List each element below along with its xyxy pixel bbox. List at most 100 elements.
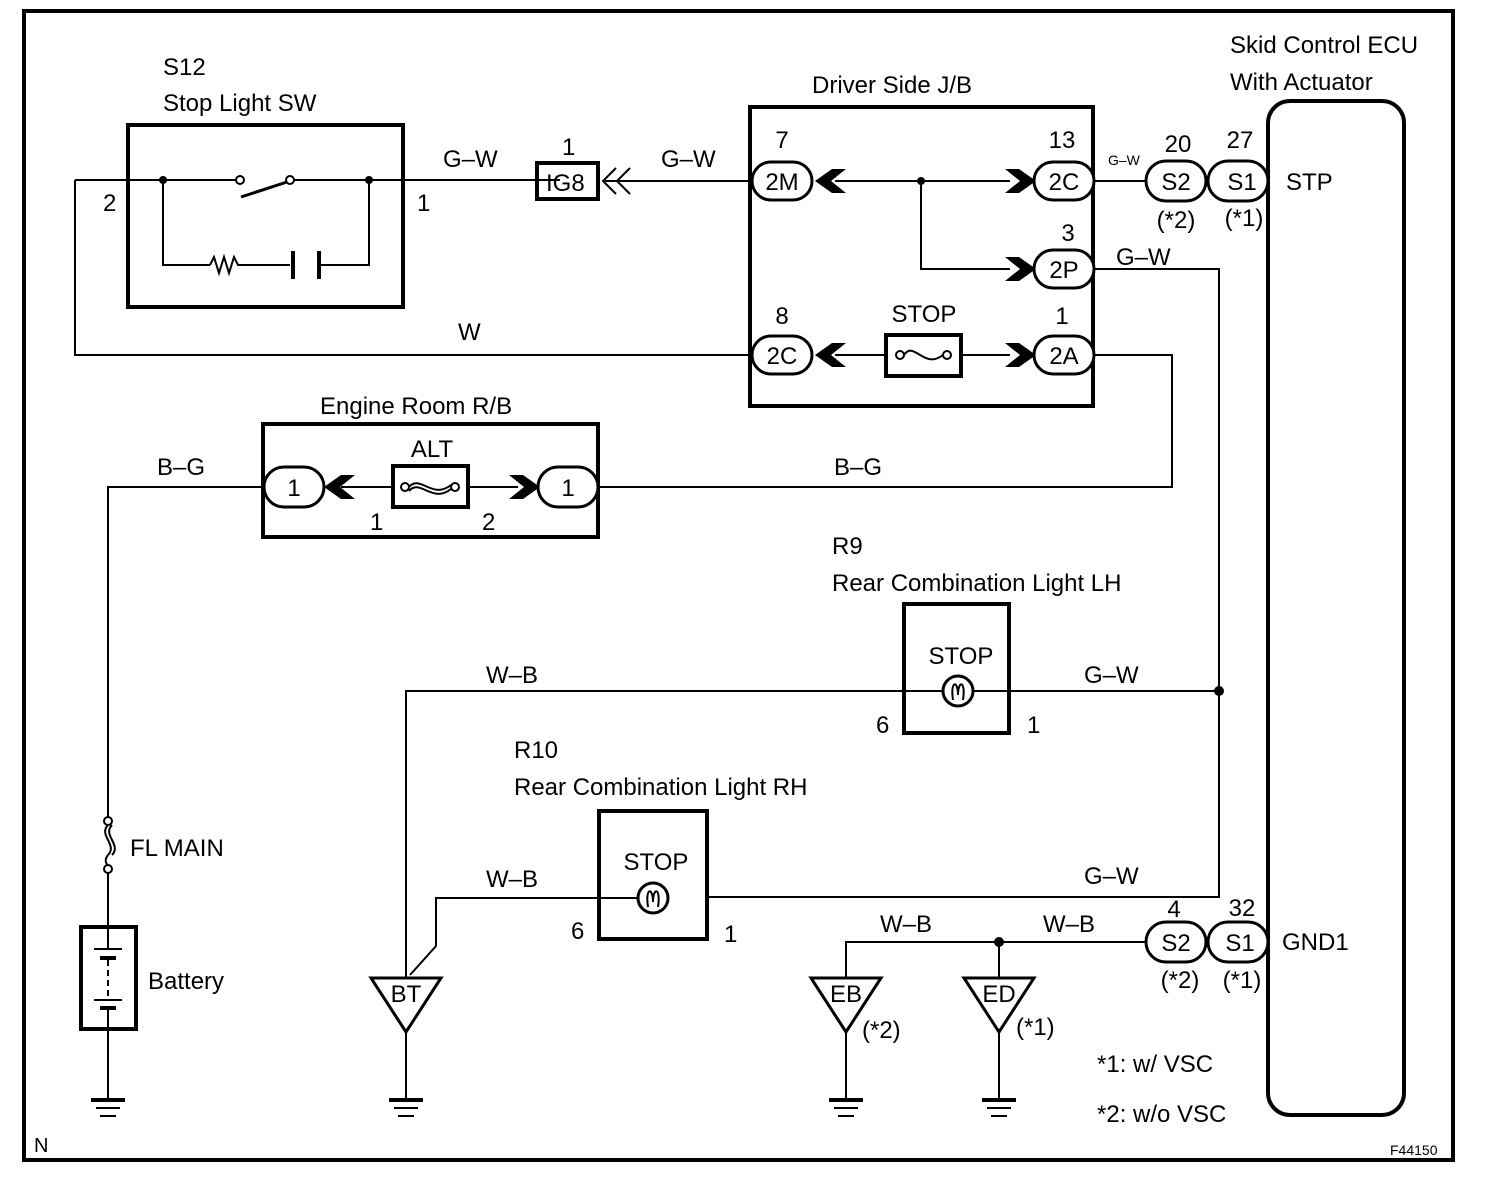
pin-label: 1 — [1027, 712, 1040, 739]
wire-color-label: W–B — [486, 866, 538, 893]
fuse-icon — [884, 333, 963, 378]
wire-b-g — [598, 354, 1173, 488]
diagram-id: F44150 — [1390, 1142, 1438, 1158]
component-name: Battery — [148, 968, 224, 995]
fuse-label: STOP — [892, 301, 957, 328]
pin-label: 2 — [103, 190, 116, 217]
wire-color-label: W — [458, 319, 481, 346]
wire-color-label: W–B — [486, 662, 538, 689]
connector-arrow-icon — [509, 475, 540, 499]
lamp-label: STOP — [929, 643, 994, 670]
wire-color-label: G–W — [661, 146, 716, 173]
variant-note: (*1) — [1016, 1014, 1055, 1041]
connector-id: 2P — [1049, 257, 1078, 284]
variant-note: (*2) — [1161, 967, 1200, 994]
fuse-label: ALT — [411, 436, 454, 463]
connector-arrow-icon — [815, 169, 846, 193]
wire-color-label: B–G — [834, 454, 882, 481]
component-code: S12 — [163, 54, 206, 81]
connector-id: 2A — [1049, 343, 1078, 370]
wire-color-label: G–W — [1116, 244, 1171, 271]
fusible-link-icon — [104, 824, 112, 867]
wire-color-label: B–G — [157, 454, 205, 481]
terminal-label: STP — [1286, 169, 1333, 196]
variant-note: (*2) — [1157, 207, 1196, 234]
component-code: R10 — [514, 737, 558, 764]
stop-light-switch: S12 Stop Light SW 2 1 — [74, 54, 752, 356]
engine-room-relay-block: Engine Room R/B 1 1 ALT 1 2 — [261, 393, 600, 539]
pin-label: 13 — [1049, 127, 1076, 154]
ground-icon — [91, 1098, 125, 1117]
connector-id: 2C — [767, 343, 798, 370]
ground-point-icon — [808, 976, 884, 1035]
connector-id: 2C — [1049, 169, 1080, 196]
pin-label: 27 — [1227, 127, 1254, 154]
wire-color-label: W–B — [1043, 911, 1095, 938]
lamp-label: STOP — [624, 849, 689, 876]
wire-w — [74, 180, 752, 356]
connector-id: S1 — [1227, 169, 1256, 196]
fl-main-fusible-link: FL MAIN — [103, 816, 224, 928]
ground-point-bt: BT — [368, 976, 444, 1117]
component-code: R9 — [832, 533, 863, 560]
wire-g-w — [706, 268, 1220, 898]
pin-label: 1 — [1055, 303, 1068, 330]
variant-note: (*1) — [1225, 205, 1264, 232]
pin-label: 20 — [1165, 131, 1192, 158]
pin-label: 32 — [1229, 895, 1256, 922]
ig8-connector: 1 IG8 — [535, 134, 752, 201]
pin-label: 3 — [1061, 220, 1074, 247]
component-name: Rear Combination Light LH — [832, 570, 1122, 597]
skid-control-ecu: Skid Control ECU With Actuator STP GND1 … — [1144, 32, 1418, 1117]
wire-b-g — [107, 486, 264, 818]
rear-combination-light-rh: R10 Rear Combination Light RH STOP 6 1 — [514, 737, 807, 948]
corner-mark: N — [34, 1135, 48, 1157]
connector-id: 1 — [561, 475, 574, 502]
component-name: With Actuator — [1230, 69, 1373, 96]
ground-id: BT — [391, 981, 422, 1008]
ground-point-icon — [961, 976, 1037, 1035]
variant-note: (*2) — [862, 1017, 901, 1044]
footnote: *2: w/o VSC — [1097, 1101, 1226, 1128]
wire-color-label: W–B — [880, 911, 932, 938]
connector-id: 1 — [287, 475, 300, 502]
ground-point-icon — [368, 976, 444, 1035]
wire-color-label: G–W — [1084, 863, 1139, 890]
connector-arrow-icon — [1005, 343, 1036, 367]
rear-combination-light-lh: R9 Rear Combination Light LH STOP 6 1 — [832, 533, 1122, 739]
ground-id: EB — [830, 981, 862, 1008]
pin-label: 2 — [482, 509, 495, 536]
component-name: FL MAIN — [130, 835, 224, 862]
diagram-frame — [22, 9, 1455, 1162]
terminal-label: GND1 — [1282, 929, 1349, 956]
driver-side-junction-block: Driver Side J/B 2M 7 2C 13 2P 3 2C 8 2A … — [748, 72, 1096, 408]
component-name: Stop Light SW — [163, 90, 317, 117]
wire-color-label: G–W — [1084, 662, 1139, 689]
resistor-icon — [209, 253, 290, 277]
wire-color-label: G–W — [1108, 152, 1141, 168]
wire-w-b — [845, 941, 1146, 978]
wire-w-b — [405, 690, 943, 978]
pin-label: 1 — [562, 134, 575, 161]
connector-arrow-icon — [324, 475, 355, 499]
connector-arrow-icon — [1005, 257, 1036, 281]
pin-label: 1 — [417, 190, 430, 217]
variant-note: (*1) — [1223, 967, 1262, 994]
pin-label: 6 — [876, 712, 889, 739]
ground-point-ed: ED (*1) — [961, 976, 1055, 1117]
connector-id: S1 — [1225, 930, 1254, 957]
pin-label: 6 — [571, 918, 584, 945]
connector-arrow-icon — [1005, 169, 1036, 193]
switch-contact-icon — [240, 180, 288, 199]
bulb-icon — [636, 881, 670, 915]
connector-id: S2 — [1161, 930, 1190, 957]
pin-label: 1 — [370, 509, 383, 536]
component-name: Rear Combination Light RH — [514, 774, 807, 801]
connector-arrow-icon — [815, 343, 846, 367]
switch-box — [126, 123, 405, 309]
connector-id: S2 — [1161, 169, 1190, 196]
wire-color-label: G–W — [443, 146, 498, 173]
ground-icon — [829, 1098, 863, 1117]
ground-icon — [982, 1098, 1016, 1117]
